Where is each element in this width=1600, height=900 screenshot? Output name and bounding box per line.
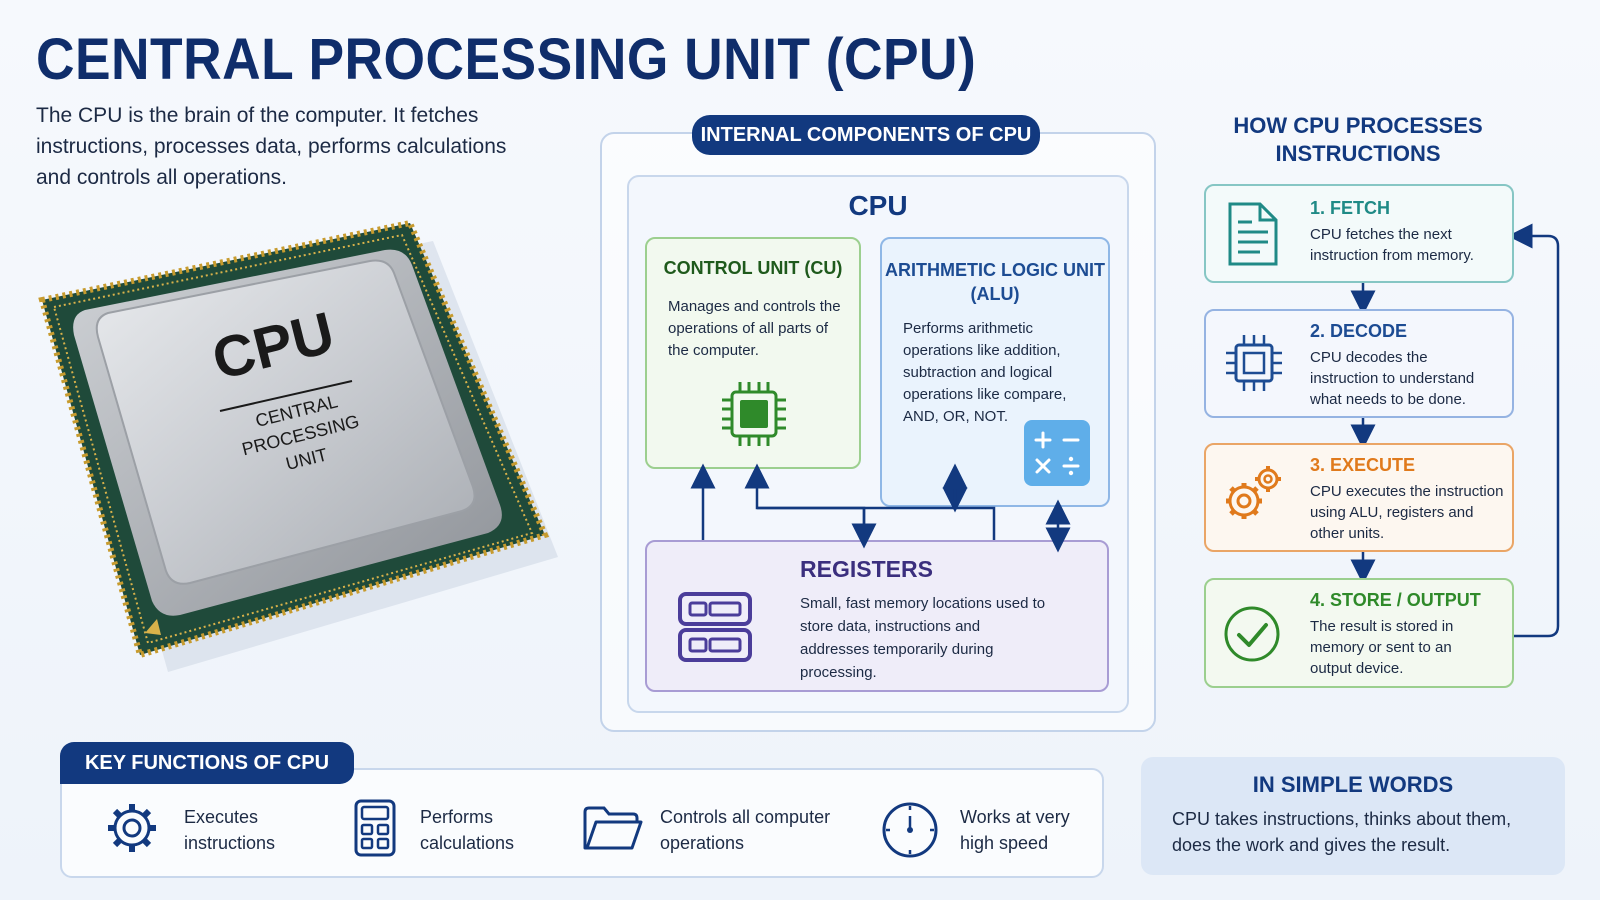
key-functions-frame — [60, 768, 1104, 878]
step-fetch: 1. FETCH CPU fetches the next instructio… — [1204, 184, 1514, 283]
control-unit-title: CONTROL UNIT (CU) — [663, 258, 843, 278]
registers-stack-icon — [676, 588, 754, 666]
key-function-executes: Executes instructions — [184, 807, 276, 853]
check-circle-icon — [1222, 604, 1282, 669]
document-icon — [1224, 200, 1280, 273]
step-fetch-desc: CPU fetches the next instruction from me… — [1310, 226, 1474, 264]
intro-text: The CPU is the brain of the computer. It… — [36, 104, 507, 189]
alu-title: ARITHMETIC LOGIC UNIT (ALU) — [885, 260, 1105, 304]
control-unit-desc: Manages and controls the operations of a… — [668, 298, 841, 359]
registers-title: REGISTERS — [800, 556, 933, 582]
registers-desc: Small, fast memory locations used to sto… — [800, 595, 1046, 681]
calculator-icon — [352, 798, 398, 863]
stopwatch-icon — [878, 796, 942, 865]
step-execute: 3. EXECUTE CPU executes the instruction … — [1204, 443, 1514, 552]
key-function-controls: Controls all computer operations — [660, 807, 831, 853]
gears-icon — [1220, 463, 1286, 534]
gear-icon — [102, 798, 162, 863]
process-heading: HOW CPU PROCESSES INSTRUCTIONS — [1233, 113, 1483, 166]
microchip-icon — [718, 378, 790, 450]
step-store-desc: The result is stored in memory or sent t… — [1310, 618, 1454, 677]
chip-icon — [1222, 331, 1286, 400]
simple-words-text: CPU takes instructions, thinks about the… — [1172, 809, 1512, 855]
calculator-symbols-icon — [1024, 420, 1090, 486]
key-function-calculations: Performs calculations — [420, 807, 515, 853]
step-execute-desc: CPU executes the instruction using ALU, … — [1310, 483, 1504, 542]
folder-icon — [582, 804, 644, 857]
simple-words-box — [1141, 757, 1565, 875]
control-unit-box — [645, 237, 861, 469]
step-decode: 2. DECODE CPU decodes the instruction to… — [1204, 309, 1514, 418]
alu-desc: Performs arithmetic operations like addi… — [903, 320, 1067, 425]
step-fetch-title: 1. FETCH — [1310, 198, 1391, 218]
internal-components-heading: INTERNAL COMPONENTS OF CPU — [692, 115, 1040, 155]
step-decode-title: 2. DECODE — [1310, 321, 1408, 341]
page-title: CENTRAL PROCESSING UNIT (CPU) — [36, 27, 977, 92]
simple-words-heading: IN SIMPLE WORDS — [1252, 772, 1454, 797]
step-store-title: 4. STORE / OUTPUT — [1310, 590, 1481, 610]
step-store-output: 4. STORE / OUTPUT The result is stored i… — [1204, 578, 1514, 688]
key-function-speed: Works at very high speed — [960, 807, 1070, 853]
cpu-block-label: CPU — [848, 190, 908, 221]
step-execute-title: 3. EXECUTE — [1310, 455, 1416, 475]
step-decode-desc: CPU decodes the instruction to understan… — [1310, 349, 1475, 408]
cpu-chip-illustration: CPU CENTRAL PROCESSING UNIT — [30, 215, 570, 675]
key-functions-heading: KEY FUNCTIONS OF CPU — [60, 742, 354, 784]
